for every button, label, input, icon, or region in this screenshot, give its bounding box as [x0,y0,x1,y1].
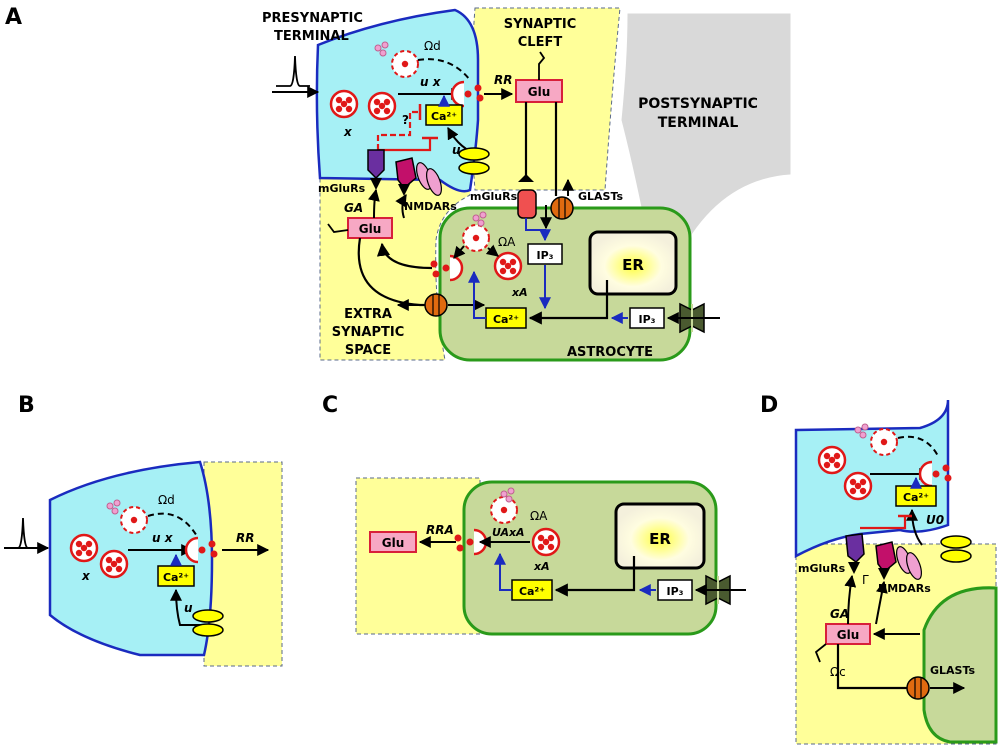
astro-ca-label: Ca²⁺ [493,313,519,326]
mglurs-label-cleft: mGluRs [470,190,518,203]
mglurs-label-a: mGluRs [318,182,366,195]
extrasynaptic-glu-label: Glu [359,222,382,236]
panel-d-glu-label: Glu [837,628,860,642]
panel-d-ga-label: GA [830,607,849,621]
panel-a: A POSTSYNAPTIC TERMINAL PRESYNAPTIC TERM… [5,5,791,362]
presynaptic-label-line2: TERMINAL [274,29,349,44]
panel-c-omega-a: ΩA [530,509,548,523]
presynaptic-label-line1: PRESYNAPTIC [262,11,363,26]
extrasynaptic-glu-box [347,217,393,239]
ux-label: u x [420,75,442,89]
panel-b-rr-label: RR [236,531,254,545]
astro-vesicle-pool-icon [493,251,523,281]
glast-transporter-icon-a2 [550,196,574,220]
panel-d-glasts-label: GLASTs [930,664,976,677]
panel-b-ca-label: Ca²⁺ [163,571,189,584]
extra-label-2: SYNAPTIC [332,325,405,340]
panel-c-er [614,502,706,570]
panel-c-xa-label: xA [533,560,550,573]
panel-c-letter: C [322,393,338,418]
panel-c-vesicle-pool-icon [531,527,561,557]
panel-d-astrocyte-body [922,586,998,744]
panel-b-x-label: x [81,569,91,583]
panel-c-ca-label: Ca²⁺ [519,585,545,598]
er-label: ER [622,256,644,274]
astrocyte-label: ASTROCYTE [567,345,653,360]
postsynaptic-label-line2: TERMINAL [658,115,739,131]
x-label: x [343,125,353,139]
panel-c-uaxa-label: UAxA [492,526,525,539]
panel-d-nmdars-label: NMDARs [878,582,931,595]
glasts-label-a: GLASTs [578,190,624,203]
panel-c-glu-box [369,531,417,553]
panel-c-rra-label: RRA [426,523,454,537]
panel-b-presynaptic-terminal [48,460,214,657]
panel-c-ip3-label: IP₃ [667,585,684,598]
question-label: ? [402,113,409,127]
rr-label: RR [494,73,512,87]
astro-ip3-label-1: IP₃ [537,249,554,262]
panel-b-omega-d: Ωd [158,493,175,507]
panel-d-recycling-vesicle-icon [870,428,898,456]
panel-b-ux-label: u x [152,531,174,545]
nmdar-icon [395,157,442,196]
recycling-vesicle-icon [391,50,419,78]
panel-c-er-label: ER [649,530,671,548]
panel-b-vesicle-pool-icon [69,533,99,563]
panel-d-letter: D [760,393,778,418]
panel-d-vesicle-pool-icon [817,445,847,475]
xa-label: xA [511,286,528,299]
panel-b-u-label: u [184,601,193,615]
panel-c: C ER Glu RRA ΩA xA UAxA Ca²⁺ IP₃ [322,393,746,636]
er-compartment [588,230,678,296]
ga-label: GA [344,201,363,215]
presynaptic-mglur-icon [367,149,385,190]
astro-ip3-box-1 [527,243,563,265]
nmdars-label-a: NMDARs [404,200,457,213]
extra-label-1: EXTRA [344,307,392,322]
panel-d-ca-label: Ca²⁺ [903,491,929,504]
extra-label-3: SPACE [345,343,391,358]
synaptic-cleft-label-line2: CLEFT [518,35,563,50]
panel-d-mglur-icon [845,533,865,574]
panel-c-recycling-vesicle-icon [490,496,518,524]
omega-d-label: Ωd [424,39,441,53]
panel-d-glast-icon [906,676,930,700]
panel-b-letter: B [18,393,35,418]
panel-a-letter: A [5,5,22,30]
panel-d-mglurs-label: mGluRs [798,562,846,575]
u-label: u [452,143,461,157]
presynaptic-ca-label: Ca²⁺ [431,110,457,123]
panel-b: B x Ωd u x RR Ca²⁺ u [3,393,283,667]
panel-d-nmdar-icon [875,541,922,580]
panel-c-glu-label: Glu [382,536,405,550]
astro-vesicle-recycling-icon [462,224,490,252]
panel-b-recycling-vesicle-icon [120,506,148,534]
cleft-glu-label: Glu [528,85,551,99]
astro-ip3-label-2: IP₃ [639,313,656,326]
omega-a-label: ΩA [498,235,516,249]
glast-transporter-icon-a1 [424,293,448,317]
synaptic-cleft-label-line1: SYNAPTIC [504,17,577,32]
panel-b-ca-box [157,565,195,587]
panel-c-ip3-box [657,579,693,601]
panel-c-extracellular-region [355,477,481,635]
panel-d-u0-label: U0 [926,513,944,527]
panel-d: D Ca²⁺ U0 mGluRs Γ NMDARs GA [760,393,998,745]
panel-d-gamma-label: Γ [862,573,869,587]
astro-ip3-box-2 [629,307,665,329]
postsynaptic-label-line1: POSTSYNAPTIC [638,96,758,112]
